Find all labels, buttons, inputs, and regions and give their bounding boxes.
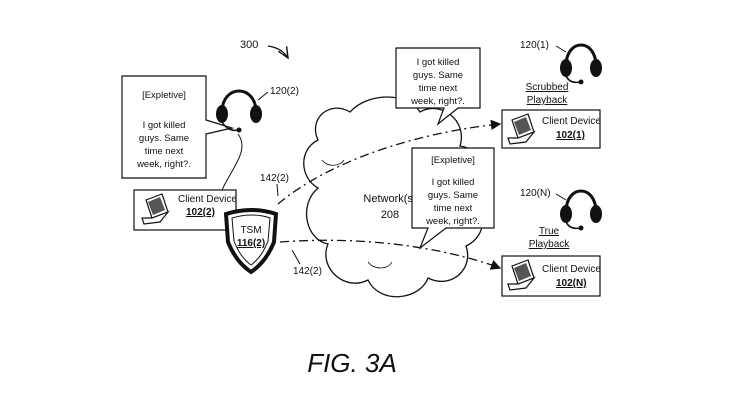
true-bubble-line-6: week, right?. — [425, 216, 480, 227]
sender-bubble-line-5: time next — [145, 146, 184, 157]
link-lower-ref: 142(2) — [293, 266, 322, 277]
sender-headset-leader — [257, 91, 269, 101]
sender-headset-ref: 120(2) — [270, 86, 299, 97]
network-ref: 208 — [381, 209, 399, 221]
sender-bubble-line-1: [Expletive] — [142, 90, 186, 101]
scrubbed-bubble-line-4: week, right?. — [410, 96, 465, 107]
receiver-1-device-ref: 102(1) — [556, 130, 585, 141]
receiver-n-device-ref: 102(N) — [556, 278, 587, 289]
sender-bubble-line-6: week, right?. — [136, 159, 191, 170]
network-cloud: Network(s) 208 — [303, 96, 484, 298]
receiver-n-device-label: Client Device — [542, 264, 601, 275]
receiver-1-headset-ref: 120(1) — [520, 40, 549, 51]
path-to-device-n — [279, 239, 502, 270]
network-title: Network(s) — [363, 193, 416, 205]
receiver-n-laptop-icon — [507, 259, 536, 291]
figure-caption: FIG. 3A — [307, 348, 397, 378]
scrubbed-bubble-line-2: guys. Same — [413, 70, 463, 81]
scrubbed-speech-bubble: I got killed guys. Same time next week, … — [395, 47, 481, 126]
true-bubble-line-3: I got killed — [432, 177, 475, 188]
path-to-device-1 — [277, 119, 502, 205]
receiver-1-headset-leader — [555, 45, 567, 53]
true-bubble-line-1: [Expletive] — [431, 155, 475, 166]
receiver-1-device-label: Client Device — [542, 116, 601, 127]
tsm-label: TSM — [240, 225, 261, 236]
receiver-n-playback-line-1: True — [539, 226, 560, 237]
receiver-n-playback-line-2: Playback — [529, 239, 571, 250]
receiver-1-playback-line-1: Scrubbed — [526, 82, 569, 93]
scrubbed-bubble-line-1: I got killed — [417, 57, 460, 68]
true-bubble-line-5: time next — [434, 203, 473, 214]
receiver-1-playback-line-2: Playback — [527, 95, 569, 106]
sender-laptop-icon — [141, 193, 170, 225]
sender-headset-icon — [216, 89, 262, 191]
receiver-1-headset-icon — [560, 43, 602, 85]
receiver-n-client-device: Client Device 102(N) — [501, 255, 601, 297]
link-upper-leader — [276, 183, 279, 197]
tsm-shield: TSM 116(2) — [223, 208, 279, 275]
sender-device-label: Client Device — [178, 194, 237, 205]
receiver-n-headset-leader — [555, 193, 567, 201]
receiver-n-headset-ref: 120(N) — [520, 188, 551, 199]
sender-bubble-line-3: I got killed — [143, 120, 186, 131]
true-bubble-line-4: guys. Same — [428, 190, 478, 201]
sender-client-device: Client Device 102(2) — [133, 189, 237, 231]
figure-ref-arrow — [267, 45, 288, 58]
scrubbed-bubble-line-3: time next — [419, 83, 458, 94]
receiver-1-client-device: Client Device 102(1) — [501, 109, 601, 149]
tsm-ref: 116(2) — [237, 238, 265, 249]
true-speech-bubble: [Expletive] I got killed guys. Same time… — [411, 147, 495, 250]
sender-bubble-line-4: guys. Same — [139, 133, 189, 144]
link-lower-leader — [291, 249, 301, 265]
sender-speech-bubble: [Expletive] I got killed guys. Same time… — [121, 75, 235, 179]
sender-device-ref: 102(2) — [186, 207, 215, 218]
receiver-1-laptop-icon — [507, 113, 536, 145]
receiver-n-headset-icon — [560, 189, 602, 231]
figure-ref-label: 300 — [240, 39, 258, 51]
link-upper-ref: 142(2) — [260, 173, 289, 184]
